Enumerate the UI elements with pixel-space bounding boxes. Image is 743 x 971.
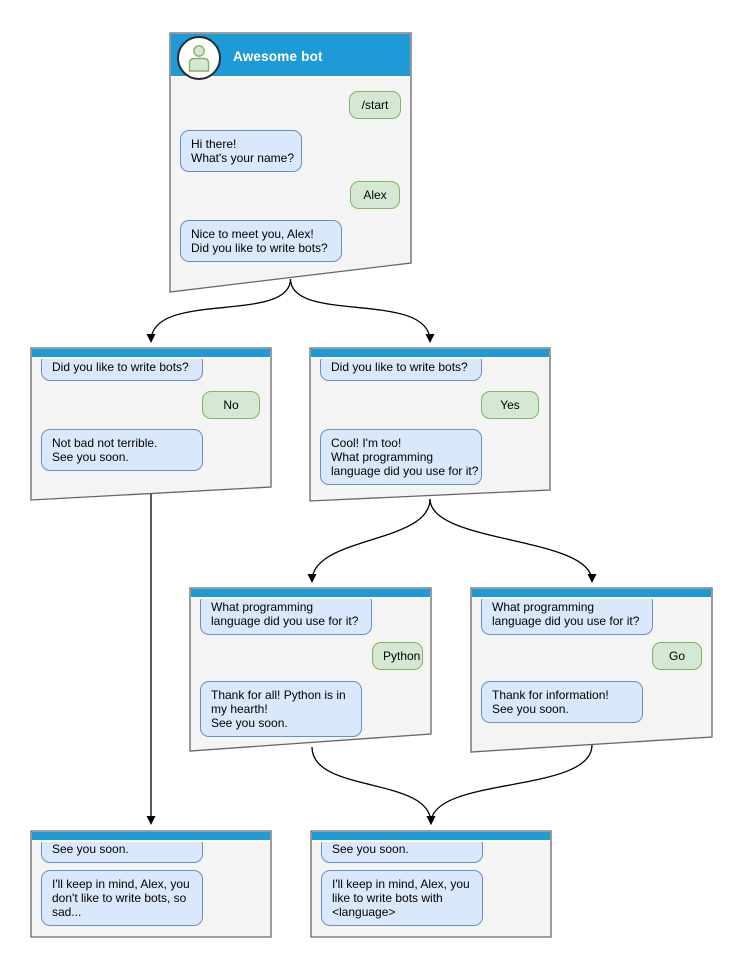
window-titlebar [32, 832, 270, 842]
chat-bubble-bot: Thank for information! See you soon. [481, 681, 643, 723]
window-titlebar [312, 832, 550, 842]
chat-bubble-user: Go [652, 642, 702, 670]
window-yes-branch: Did you like to write bots? Yes Cool! I'… [310, 348, 550, 490]
window-titlebar [472, 589, 711, 599]
chat-bubble-bot: Thank for all! Python is in my hearth! S… [200, 681, 362, 737]
window-titlebar [32, 349, 270, 359]
chat-bubble-bot: Cool! I'm too! What programming language… [320, 429, 482, 485]
window-end-no: See you soon. I'll keep in mind, Alex, y… [31, 831, 271, 937]
window-python-branch: What programming language did you use fo… [190, 588, 431, 737]
window-titlebar [311, 349, 549, 359]
chat-bubble-user: Alex [350, 181, 400, 209]
chat-bubble-user: Python [372, 642, 423, 670]
connector-start-to-no [146, 278, 292, 343]
window-main: Awesome bot /start Hi there! What's your… [170, 33, 411, 263]
chat-bubble-user: /start [349, 91, 401, 119]
chat-bubble-user: Yes [481, 391, 539, 419]
chat-bubble-bot: Nice to meet you, Alex! Did you like to … [180, 220, 342, 262]
chat-bubble-bot: I'll keep in mind, Alex, you like to wri… [321, 870, 483, 926]
connector-python-to-end [311, 746, 436, 825]
connector-yes-to-go [429, 498, 597, 583]
connector-yes-to-python [307, 498, 431, 583]
chat-bubble-bot: What programming language did you use fo… [481, 593, 653, 635]
chat-bubble-bot: What programming language did you use fo… [200, 593, 372, 635]
connector-start-to-yes [289, 278, 435, 343]
chat-bubble-bot: I'll keep in mind, Alex, you don't like … [41, 870, 203, 926]
chat-bubble-user: No [202, 391, 260, 419]
connector-go-to-end [426, 744, 593, 825]
window-no-branch: Did you like to write bots? No Not bad n… [31, 348, 271, 487]
window-end-yes: See you soon. I'll keep in mind, Alex, y… [311, 831, 551, 937]
window-main-title: Awesome bot [233, 48, 323, 64]
bot-avatar [177, 36, 221, 80]
window-go-branch: What programming language did you use fo… [471, 588, 712, 737]
person-icon [188, 45, 210, 72]
chat-bubble-bot: Not bad not terrible. See you soon. [41, 429, 203, 471]
window-titlebar [191, 589, 430, 599]
chat-bubble-bot: Hi there! What's your name? [180, 130, 302, 172]
